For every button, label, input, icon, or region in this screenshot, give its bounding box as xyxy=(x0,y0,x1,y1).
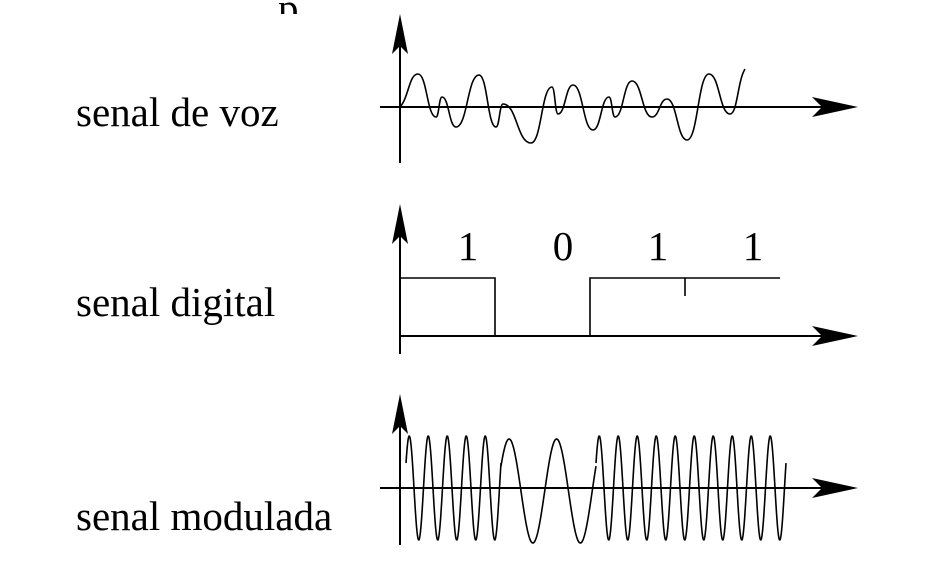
digital-waveform xyxy=(400,277,780,336)
bit-label: 1 xyxy=(648,223,669,269)
digital-x-arrow-icon xyxy=(812,326,858,346)
digital-y-arrow-icon xyxy=(392,204,408,244)
voice-y-arrow-icon xyxy=(392,14,408,54)
bit-label: 1 xyxy=(743,223,764,269)
modulated-waveform xyxy=(405,435,787,544)
voice-signal-panel: senal de voz xyxy=(76,14,858,163)
digital-signal-label: senal digital xyxy=(76,279,275,325)
bit-label: 1 xyxy=(458,223,479,269)
bit-label: 0 xyxy=(553,223,574,269)
voice-signal-label: senal de voz xyxy=(76,89,279,135)
modulated-signal-label: senal modulada xyxy=(76,493,332,539)
digital-signal-panel: senal digital 1 0 1 1 xyxy=(76,204,858,354)
cropped-title-fragment: p xyxy=(278,0,299,31)
modulated-y-arrow-icon xyxy=(392,394,408,434)
voice-x-arrow-icon xyxy=(812,97,858,117)
modulated-signal-panel: senal modulada xyxy=(76,394,858,545)
modulated-x-arrow-icon xyxy=(812,478,858,498)
voice-waveform xyxy=(399,68,746,144)
